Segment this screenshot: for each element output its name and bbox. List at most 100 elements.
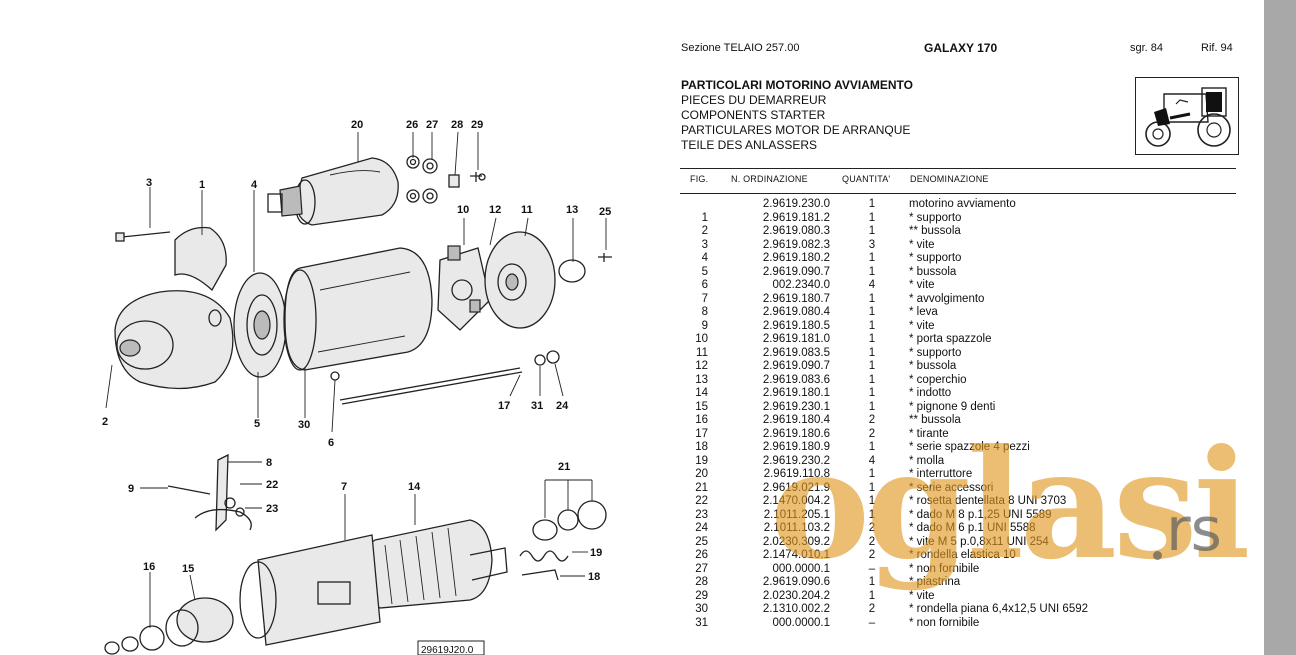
part-description: * non fornibile [909,616,980,629]
part-fig: 4 [701,252,708,264]
part-order-number: 2.0230.204.2 [762,589,830,602]
callout-19: 19 [590,547,602,559]
armature [359,519,508,609]
part-fig: 27 [695,562,708,575]
part-description: ** bussola [909,414,961,426]
part-quantity: 2 [868,535,876,548]
col-description: DENOMINAZIONE [910,174,989,184]
part-description: * rondella elastica 10 [909,549,1016,561]
shift-lever [167,453,252,532]
part-fig: 2 [701,225,708,237]
part-fig: 31 [695,616,708,629]
part-order-number: 2.9619.090.6 [762,576,830,588]
callout-5: 5 [254,418,260,430]
part-order-number: 2.9619.180.9 [762,441,830,453]
part-description: * dado M 6 p.1 UNI 5588 [909,522,1036,534]
part-fig: 7 [701,292,708,305]
part-description: * bussola [909,265,957,278]
part-fig: 15 [695,400,708,413]
intermediate-support [233,272,287,378]
part-fig: 1 [701,211,708,224]
part-description: * rosetta dentellata 8 UNI 3703 [909,495,1067,507]
tractor-location-icon [1135,77,1239,155]
title-spanish: PARTICULARES MOTOR DE ARRANQUE [681,123,911,137]
callout-8: 8 [266,457,272,469]
catalog-page: 3 1 4 20 26 27 28 29 10 12 11 13 25 2 5 … [102,41,1251,655]
part-fig: 28 [695,576,708,588]
part-fig: 24 [695,522,708,534]
callout-31: 30 [298,419,310,431]
part-description: * serie accessori [909,481,994,494]
col-quantity: QUANTITA' [842,174,891,184]
col-fig: FIG. [690,174,709,184]
part-description: * supporto [909,211,962,224]
part-fig: 30 [695,603,708,615]
callout-4: 4 [251,179,258,191]
part-quantity: 1 [868,319,876,332]
part-order-number: 2.1474.010.1 [762,549,830,561]
part-quantity: 1 [868,468,876,480]
drive-end-housing [114,226,234,390]
part-order-number: 2.1310.002.2 [762,603,830,615]
part-description: motorino avviamento [909,198,1016,210]
part-fig: 14 [695,387,708,399]
part-description: * dado M 8 p.1,25 UNI 5589 [909,508,1052,521]
part-quantity: 4 [868,279,876,291]
table-top-rule [680,168,1236,169]
part-fig: 29 [695,589,708,602]
callout-27: 27 [426,119,438,131]
part-quantity: 1 [868,576,876,588]
part-description: * rondella piana 6,4x12,5 UNI 6592 [909,603,1089,615]
part-quantity: 1 [868,225,876,237]
part-quantity: 1 [868,198,876,210]
part-quantity: 1 [868,441,876,453]
part-order-number: 2.9619.080.4 [762,306,830,318]
part-order-number: 000.0000.1 [772,562,830,575]
part-order-number: 2.9619.180.4 [762,414,830,426]
part-quantity: 1 [868,292,876,305]
part-fig: 25 [695,535,708,548]
part-fig: 19 [695,454,708,467]
part-fig: 22 [695,495,708,507]
part-order-number: 2.9619.180.5 [762,319,830,332]
part-quantity: 4 [868,454,876,467]
part-description: * supporto [909,252,962,264]
callout-11: 11 [521,204,533,216]
callout-29: 29 [471,119,483,131]
title-german: TEILE DES ANLASSERS [681,138,818,152]
part-quantity: 2 [868,522,876,534]
part-description: * vite [909,589,935,602]
part-description: * avvolgimento [909,292,985,305]
part-quantity: 2 [868,414,876,426]
part-description: * vite [909,319,935,332]
part-quantity: 2 [868,427,876,440]
exploded-starter-diagram: 3 1 4 20 26 27 28 29 10 12 11 13 25 2 5 … [102,119,612,655]
callout-2: 2 [102,416,108,428]
part-fig: 11 [696,346,708,359]
part-quantity: 1 [868,400,876,413]
part-quantity: 1 [868,346,876,359]
part-quantity: 1 [868,495,876,507]
part-description: * pignone 9 denti [909,400,996,413]
part-fig: 12 [695,360,708,372]
part-order-number: 2.1470.004.2 [762,495,830,507]
callout-22: 22 [266,479,278,491]
callout-30: 31 [531,400,543,412]
right-gutter [1264,0,1296,655]
